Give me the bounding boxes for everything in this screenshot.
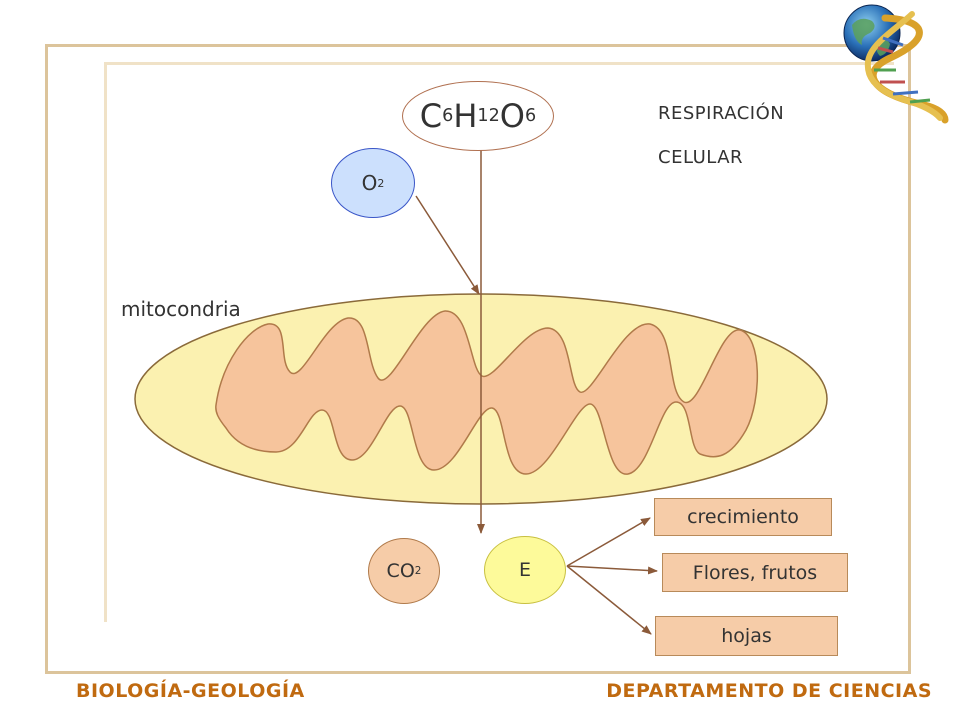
- title-line-1: RESPIRACIÓN: [658, 103, 785, 124]
- formula-oxygen: O: [499, 97, 525, 135]
- oxygen-input-arrow: [415, 195, 480, 295]
- frame-accent-left: [104, 62, 107, 622]
- outcome-box-growth: crecimiento: [654, 498, 832, 536]
- energy-symbol: E: [518, 559, 531, 581]
- energy-to-growth-arrow: [566, 517, 651, 567]
- mitochondrion-cristae: [215, 310, 759, 475]
- outcome-box-flowers: Flores, frutos: [662, 553, 848, 592]
- oxygen-symbol: O: [361, 171, 378, 195]
- formula-hydrogen: H: [453, 97, 478, 135]
- co2-symbol: CO: [386, 560, 415, 582]
- diagram-title: RESPIRACIÓN CELULAR: [658, 103, 784, 191]
- energy-to-leaves-arrow: [566, 565, 652, 635]
- formula-oxygen-sub: 6: [524, 106, 537, 126]
- formula-carbon-sub: 6: [442, 106, 454, 126]
- outcome-label: Flores, frutos: [692, 561, 818, 584]
- mitochondrion-label: mitocondria: [121, 297, 241, 321]
- energy-circle: E: [484, 536, 566, 604]
- outcome-label: hojas: [721, 625, 772, 647]
- co2-sub: 2: [414, 565, 422, 577]
- oxygen-sub: 2: [377, 176, 385, 190]
- formula-carbon: C: [419, 97, 443, 135]
- energy-to-flowers-arrow: [566, 565, 658, 575]
- frame-accent-top: [104, 62, 894, 65]
- footer-department: DEPARTAMENTO DE CIENCIAS: [606, 680, 932, 702]
- title-line-2: CELULAR: [658, 147, 744, 168]
- dna-globe-logo-icon: [843, 4, 949, 124]
- outcome-box-leaves: hojas: [655, 616, 838, 656]
- footer-subject: BIOLOGÍA-GEOLOGÍA: [76, 680, 305, 702]
- slide-frame: [45, 44, 911, 674]
- formula-hydrogen-sub: 12: [477, 106, 500, 126]
- outcome-label: crecimiento: [687, 506, 799, 528]
